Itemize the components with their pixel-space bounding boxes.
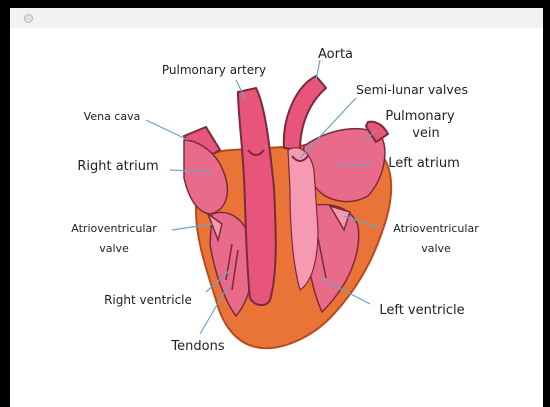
label-tendons: Tendons bbox=[170, 339, 224, 354]
label-left-ventricle: Left ventricle bbox=[379, 303, 464, 318]
label-pulmonary-vein-2: vein bbox=[412, 126, 440, 141]
label-pulmonary-vein-1: Pulmonary bbox=[385, 109, 455, 124]
label-semi-lunar-valves: Semi-lunar valves bbox=[356, 82, 468, 97]
label-av-valve-right-2: valve bbox=[421, 242, 451, 255]
label-left-atrium: Left atrium bbox=[388, 156, 460, 171]
label-av-valve-left-2: valve bbox=[99, 242, 129, 255]
label-aorta: Aorta bbox=[318, 47, 353, 62]
label-av-valve-left-1: Atrioventricular bbox=[71, 222, 157, 235]
label-vena-cava: Vena cava bbox=[84, 110, 141, 123]
label-pulmonary-artery: Pulmonary artery bbox=[162, 63, 266, 77]
label-av-valve-right-1: Atrioventricular bbox=[393, 222, 479, 235]
label-right-atrium: Right atrium bbox=[77, 159, 158, 174]
leader-vena-cava bbox=[146, 120, 188, 140]
label-right-ventricle: Right ventricle bbox=[104, 293, 192, 307]
